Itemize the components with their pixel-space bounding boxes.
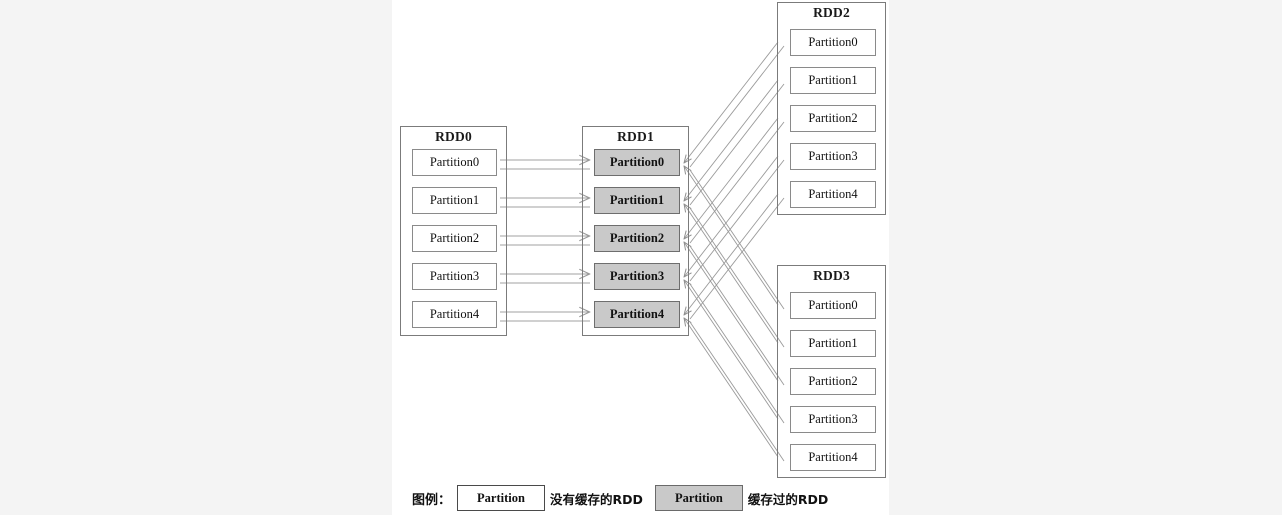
partition-rdd2-3[interactable]: Partition3 xyxy=(790,143,876,170)
partition-rdd1-2[interactable]: Partition2 xyxy=(594,225,680,252)
rdd-container-rdd2: RDD2 Partition0 Partition1 Partition2 Pa… xyxy=(777,2,886,215)
partition-rdd1-3[interactable]: Partition3 xyxy=(594,263,680,290)
partition-rdd0-2[interactable]: Partition2 xyxy=(412,225,497,252)
legend-text-cached: 缓存过的RDD xyxy=(747,491,829,507)
partition-rdd2-2[interactable]: Partition2 xyxy=(790,105,876,132)
partition-rdd0-3[interactable]: Partition3 xyxy=(412,263,497,290)
legend-swatch-cached: Partition xyxy=(654,485,743,511)
partition-rdd0-0[interactable]: Partition0 xyxy=(412,149,497,176)
rdd-title-rdd3: RDD3 xyxy=(813,268,850,283)
partition-rdd1-0[interactable]: Partition0 xyxy=(594,149,680,176)
rdd-container-rdd3: RDD3 Partition0 Partition1 Partition2 Pa… xyxy=(777,265,886,478)
rdd-title-rdd1: RDD1 xyxy=(617,129,654,144)
partition-rdd3-0[interactable]: Partition0 xyxy=(790,292,876,319)
partition-rdd2-1[interactable]: Partition1 xyxy=(790,67,876,94)
diagram-canvas: RDD0 Partition0 Partition1 Partition2 Pa… xyxy=(392,0,889,515)
partition-rdd1-4[interactable]: Partition4 xyxy=(594,301,680,328)
wires-rdd2-to-rdd1 xyxy=(684,41,785,320)
legend-swatch-uncached: Partition xyxy=(457,485,546,511)
partition-rdd2-0[interactable]: Partition0 xyxy=(790,29,876,56)
partition-rdd3-4[interactable]: Partition4 xyxy=(790,444,876,471)
partition-rdd3-3[interactable]: Partition3 xyxy=(790,406,876,433)
rdd-container-rdd0: RDD0 Partition0 Partition1 Partition2 Pa… xyxy=(400,126,507,336)
partition-rdd0-4[interactable]: Partition4 xyxy=(412,301,497,328)
partition-rdd3-1[interactable]: Partition1 xyxy=(790,330,876,357)
wires-rdd3-to-rdd1 xyxy=(684,166,785,462)
rdd-title-rdd2: RDD2 xyxy=(813,5,850,20)
partition-rdd3-2[interactable]: Partition2 xyxy=(790,368,876,395)
wires-rdd0-to-rdd1 xyxy=(500,160,590,322)
partition-rdd0-1[interactable]: Partition1 xyxy=(412,187,497,214)
partition-rdd2-4[interactable]: Partition4 xyxy=(790,181,876,208)
rdd-title-rdd0: RDD0 xyxy=(435,129,472,144)
legend: 图例： Partition 没有缓存的RDD Partition 缓存过的RDD xyxy=(392,481,889,515)
legend-text-uncached: 没有缓存的RDD xyxy=(550,491,643,507)
partition-rdd1-1[interactable]: Partition1 xyxy=(594,187,680,214)
rdd-container-rdd1: RDD1 Partition0 Partition1 Partition2 Pa… xyxy=(582,126,689,336)
legend-label: 图例： xyxy=(412,492,452,508)
connector-layer xyxy=(500,41,785,462)
